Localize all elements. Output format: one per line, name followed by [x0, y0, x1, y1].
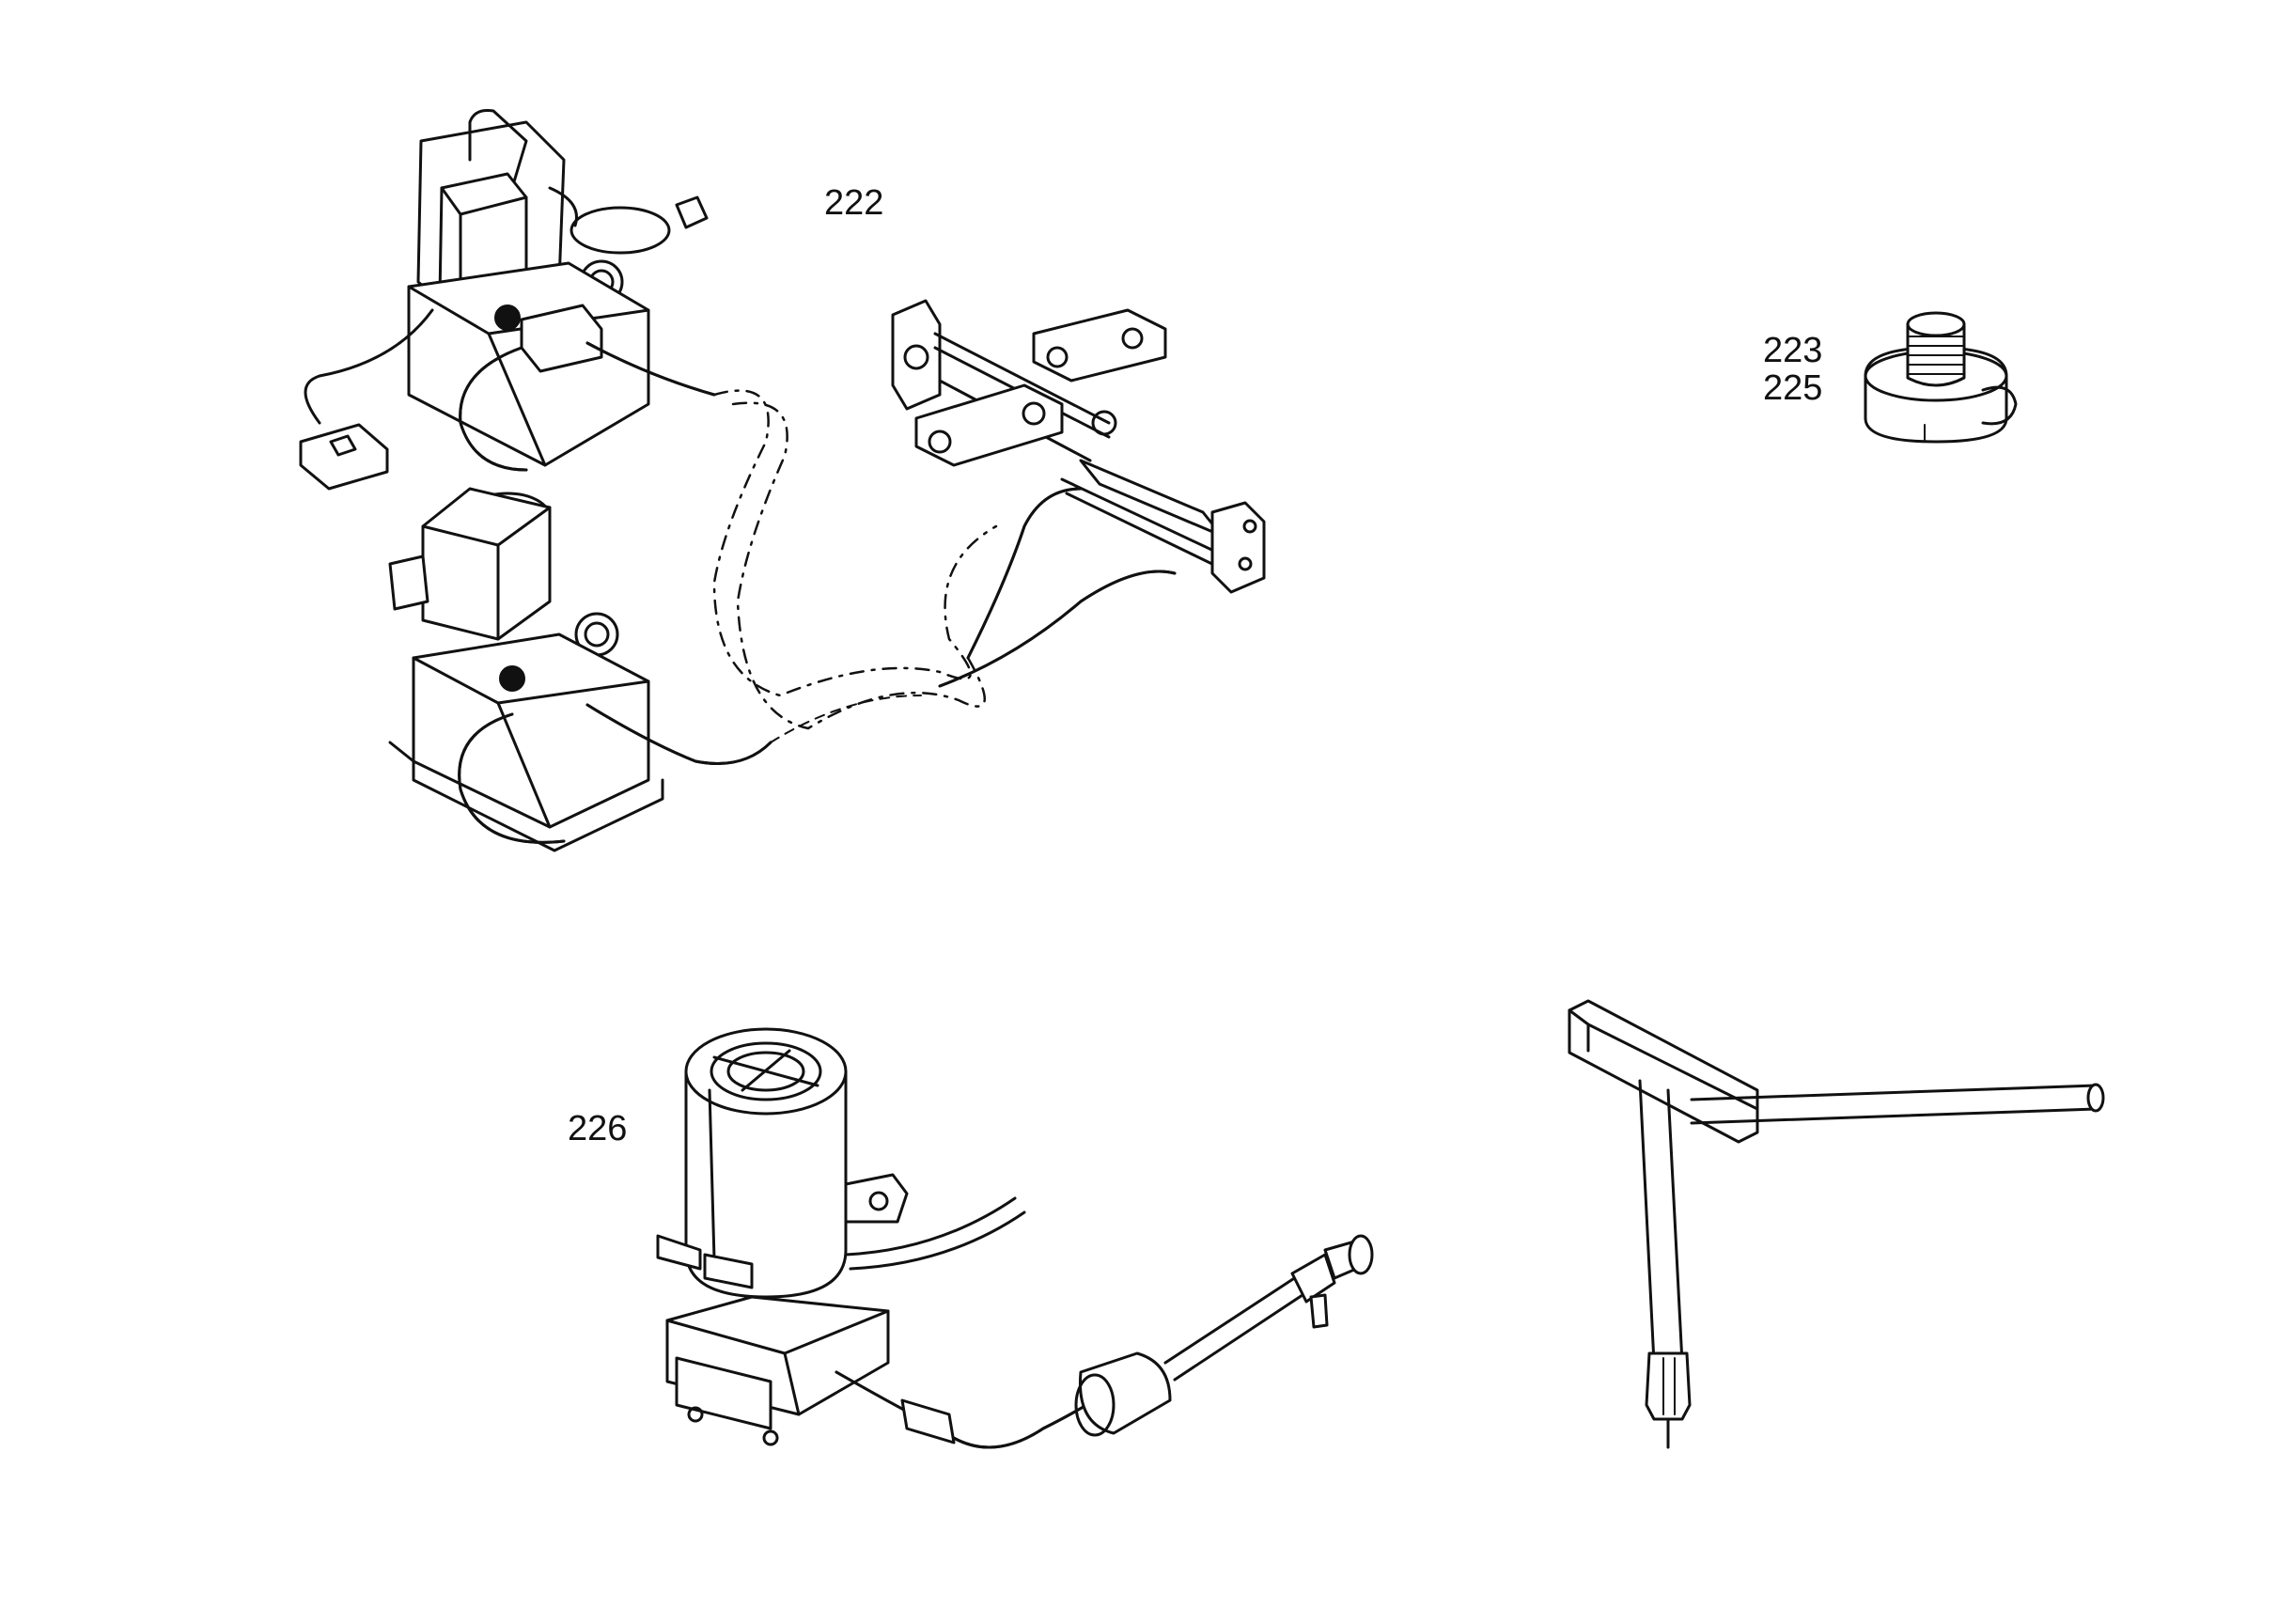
callout-label-223: 223	[1763, 331, 1822, 370]
callout-label-222: 222	[824, 183, 883, 223]
callout-label-226: 226	[568, 1109, 627, 1148]
t-handle-wrench-illustration	[1568, 999, 2105, 1449]
hydraulic-pump-set-illustration	[299, 109, 1266, 852]
track-pin-press	[891, 299, 1266, 594]
upper-pump-unit	[299, 109, 716, 491]
callout-label-225: 225	[1763, 368, 1822, 408]
threaded-adapter-illustration	[1864, 311, 2018, 444]
lower-pump-unit	[388, 487, 772, 852]
electric-pump-illustration	[656, 1027, 1374, 1449]
